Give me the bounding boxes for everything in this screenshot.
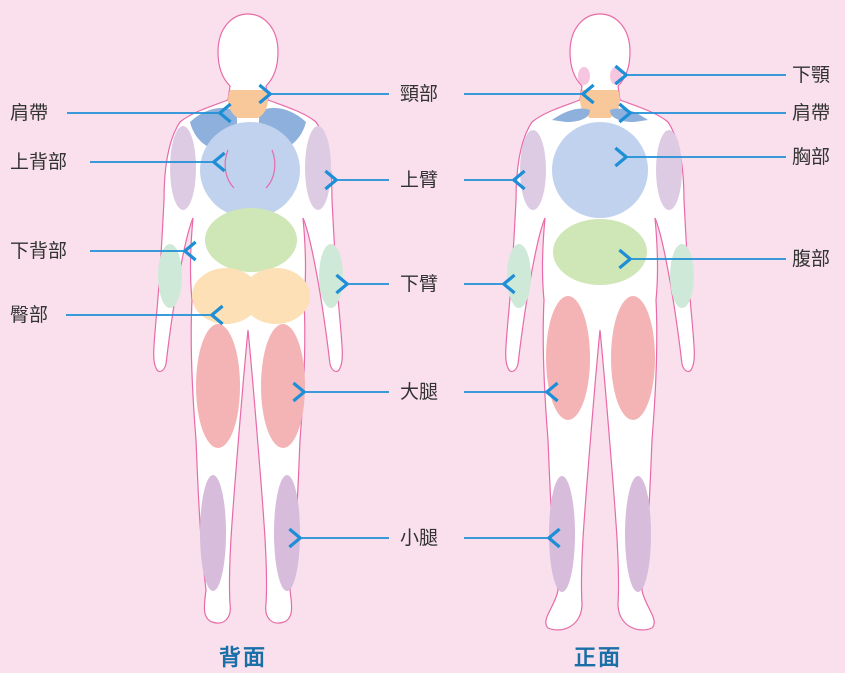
back-forearm-left (158, 244, 182, 308)
back-thigh-left (196, 324, 240, 448)
label-abdomen: 腹部 (792, 248, 830, 270)
label-jaw: 下顎 (792, 64, 830, 86)
front-upper-arm-left (520, 130, 546, 210)
label-neck: 頸部 (400, 83, 438, 105)
front-thigh-left (546, 296, 590, 420)
view-title-front: 正面 (574, 640, 622, 672)
back-forearm-right (319, 244, 343, 308)
back-lower-back-region (205, 208, 297, 272)
front-jaw-left (578, 67, 590, 85)
back-upper-back-region (200, 122, 300, 218)
label-chest: 胸部 (792, 146, 830, 168)
front-calf-left (549, 476, 575, 592)
label-shoulder-back: 肩帶 (10, 102, 48, 124)
back-calf-right (274, 475, 300, 591)
label-calf: 小腿 (400, 527, 438, 549)
front-forearm-right (670, 244, 694, 308)
front-chest-region (552, 122, 648, 218)
front-forearm-left (507, 244, 531, 308)
view-title-back: 背面 (219, 640, 267, 672)
front-thigh-right (611, 296, 655, 420)
back-calf-left (200, 475, 226, 591)
back-view-figure (154, 14, 343, 623)
back-buttock-right (242, 268, 310, 324)
label-upper-arm: 上臂 (400, 169, 438, 191)
label-forearm: 下臂 (400, 273, 438, 295)
front-jaw-right (610, 67, 622, 85)
back-neck-region (228, 90, 268, 118)
back-upper-arm-right (305, 126, 331, 210)
label-upper-back: 上背部 (10, 151, 67, 173)
back-thigh-right (261, 324, 305, 448)
front-calf-right (625, 476, 651, 592)
front-abdomen-region (553, 219, 647, 285)
label-buttocks: 臀部 (10, 304, 48, 326)
front-upper-arm-right (656, 130, 682, 210)
label-shoulder-front: 肩帶 (792, 102, 830, 124)
back-upper-arm-left (170, 126, 196, 210)
label-thigh: 大腿 (400, 381, 438, 403)
label-lower-back: 下背部 (10, 240, 67, 262)
